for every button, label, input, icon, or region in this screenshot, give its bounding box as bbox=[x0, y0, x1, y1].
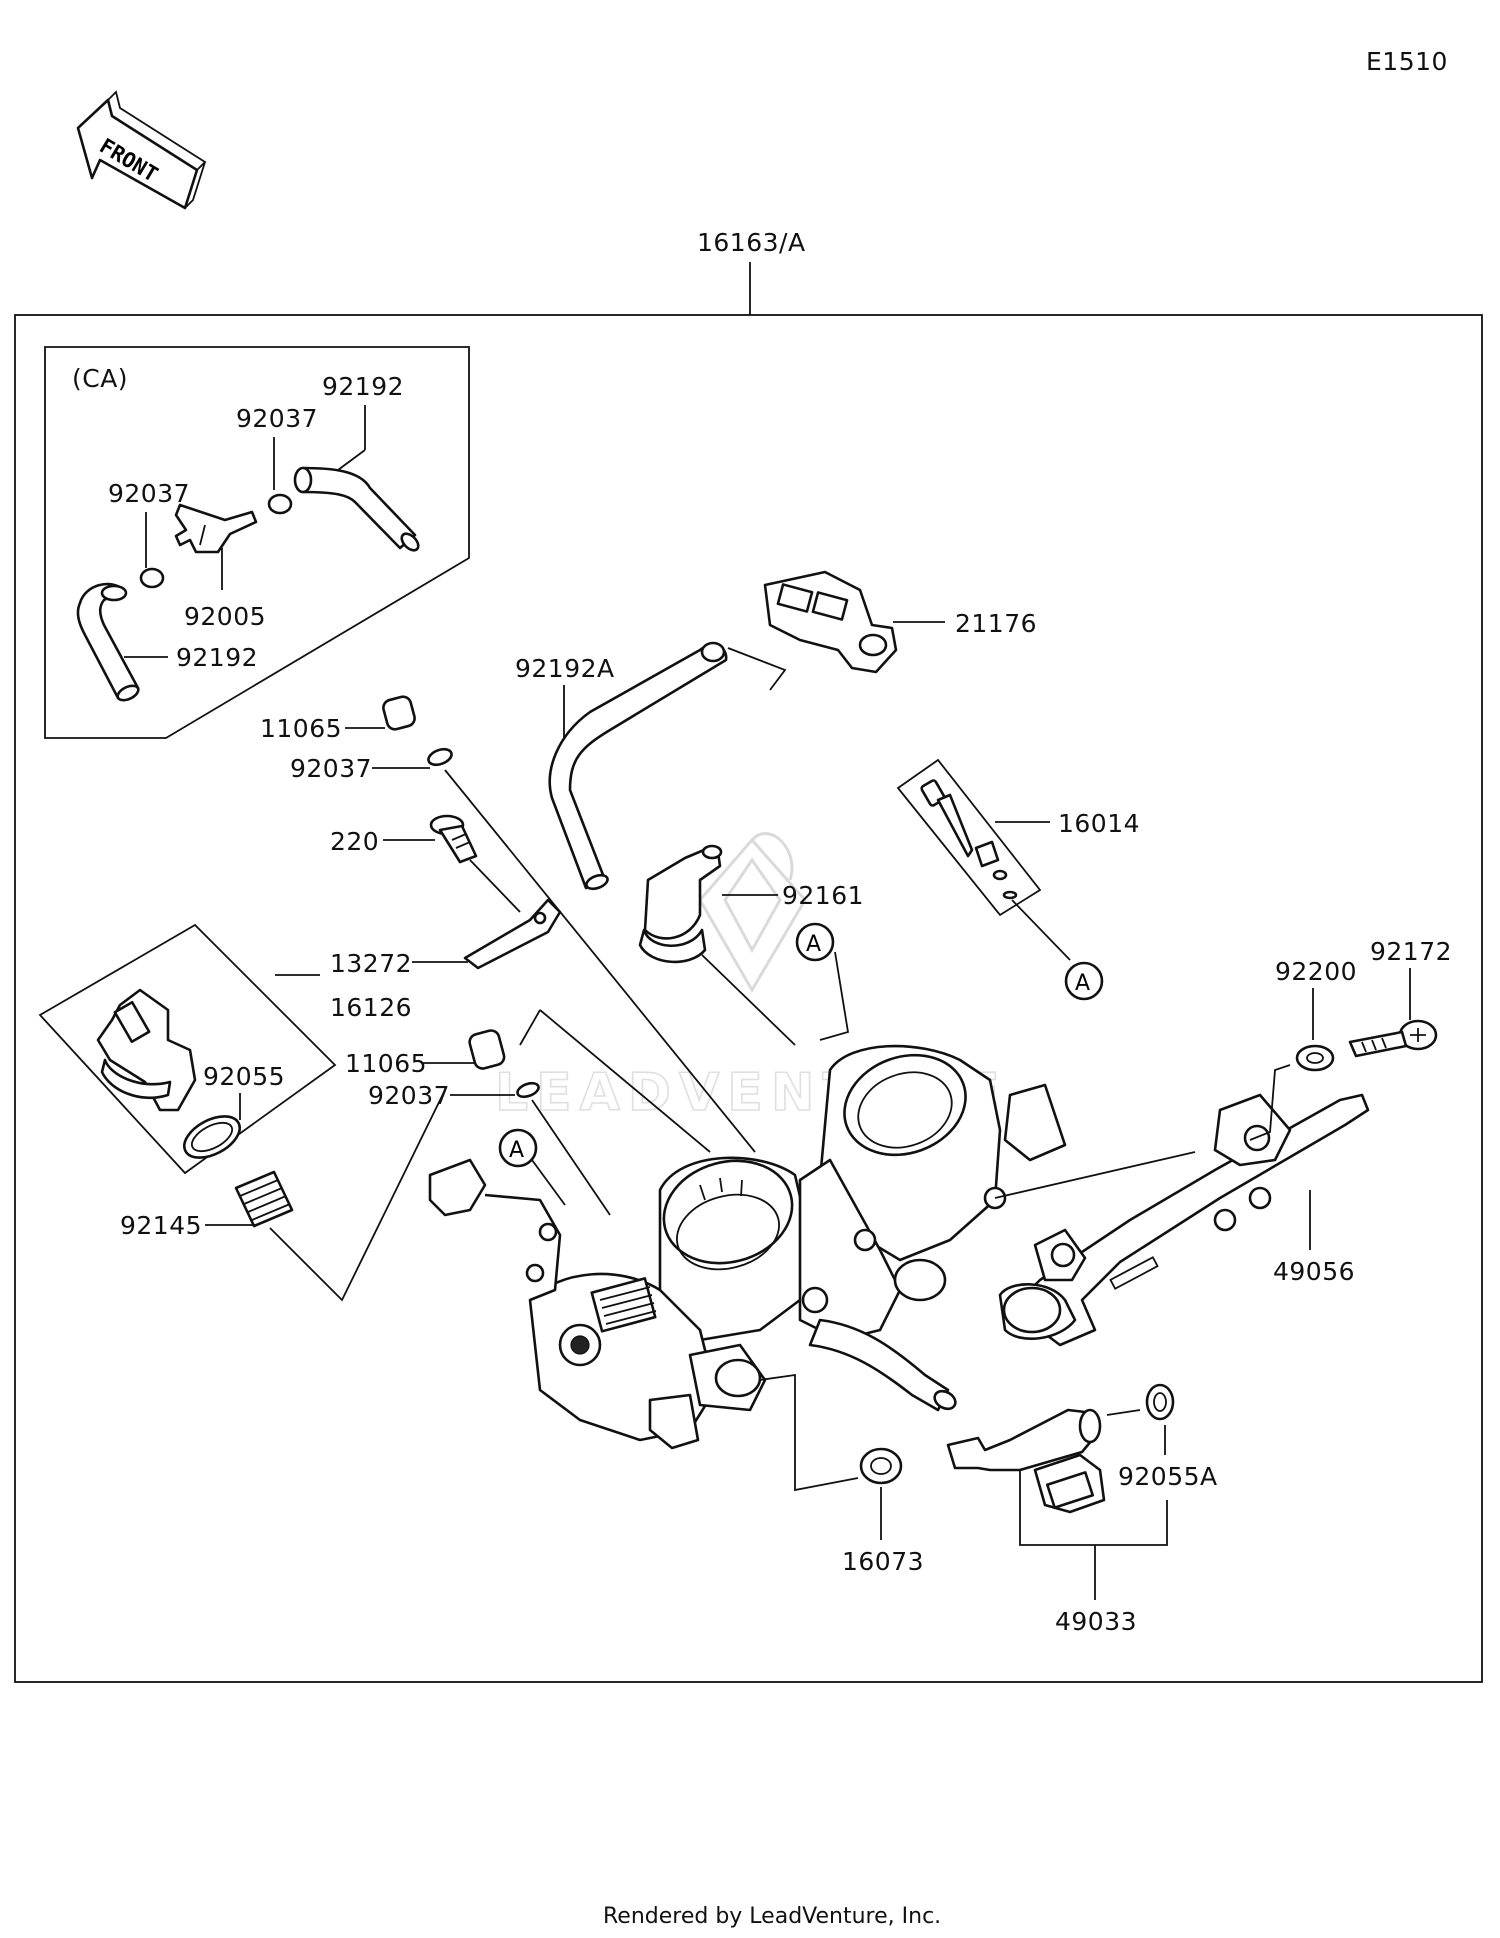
callout-pilot-screw-kit: 16014 bbox=[1058, 809, 1140, 838]
callout-fuel-rail: 49056 bbox=[1273, 1257, 1355, 1286]
injector-49033 bbox=[946, 1408, 1106, 1514]
callout-cap-lower: 11065 bbox=[345, 1049, 427, 1078]
callout-gasket: 16073 bbox=[842, 1547, 924, 1576]
callout-plate: 13272 bbox=[330, 949, 412, 978]
connector-marker-a-top: A bbox=[795, 922, 835, 962]
assembly-frame bbox=[14, 314, 1483, 1683]
callout-oring-idle: 92055 bbox=[203, 1062, 285, 1091]
callout-cap-upper: 11065 bbox=[260, 714, 342, 743]
connector-marker-a-right: A bbox=[1064, 961, 1104, 1001]
hose-92192a bbox=[548, 641, 728, 891]
inset-callout-hose-upper: 92192 bbox=[322, 372, 404, 401]
callout-bolt: 92172 bbox=[1370, 937, 1452, 966]
nipple-92161 bbox=[638, 844, 723, 964]
inset-callout-fitting: 92005 bbox=[184, 602, 266, 631]
inset-callout-clip-left: 92037 bbox=[108, 479, 190, 508]
connector-marker-a-left: A bbox=[498, 1128, 538, 1168]
washer-92200 bbox=[1295, 1044, 1335, 1072]
diagram-code: E1510 bbox=[1366, 47, 1448, 76]
idle-actuator-inset bbox=[38, 923, 337, 1175]
inset-callout-hose-lower: 92192 bbox=[176, 643, 258, 672]
cap-lower-11065 bbox=[468, 1029, 506, 1070]
inset-callout-clip-upper: 92037 bbox=[236, 404, 318, 433]
callout-sensor: 21176 bbox=[955, 609, 1037, 638]
plate-13272 bbox=[463, 898, 562, 970]
clip-upper-92037 bbox=[427, 747, 453, 767]
svg-text:A: A bbox=[1075, 971, 1090, 996]
gasket-16073 bbox=[859, 1447, 903, 1485]
callout-spring: 92145 bbox=[120, 1211, 202, 1240]
callout-clip-upper: 92037 bbox=[290, 754, 372, 783]
svg-text:A: A bbox=[509, 1138, 524, 1163]
callout-clip-lower: 92037 bbox=[368, 1081, 450, 1110]
inset-variant-label: (CA) bbox=[72, 364, 128, 393]
cap-upper-11065 bbox=[382, 695, 416, 731]
callout-screw: 220 bbox=[330, 827, 379, 856]
assembly-label: 16163/A bbox=[697, 228, 806, 257]
svg-text:A: A bbox=[806, 932, 821, 957]
footer-text: Rendered by LeadVenture, Inc. bbox=[603, 1904, 941, 1929]
bolt-92172 bbox=[1348, 1019, 1438, 1058]
injector-oring-92055a bbox=[1145, 1383, 1175, 1421]
front-arrow-icon: FRONT bbox=[76, 90, 207, 210]
throttle-body-assembly bbox=[428, 1044, 1067, 1450]
sensor-21176 bbox=[763, 570, 898, 674]
callout-washer: 92200 bbox=[1275, 957, 1357, 986]
clip-lower-92037 bbox=[516, 1081, 540, 1099]
spring-92145 bbox=[234, 1170, 294, 1228]
callout-hose-a: 92192A bbox=[515, 654, 615, 683]
callout-injector: 49033 bbox=[1055, 1607, 1137, 1636]
callout-injector-oring: 92055A bbox=[1118, 1462, 1218, 1491]
ca-inset: (CA) 92192 92037 92037 92005 92192 bbox=[44, 346, 470, 739]
callout-idle-actuator: 16126 bbox=[330, 993, 412, 1022]
screw-220 bbox=[429, 814, 478, 864]
pilot-screw-kit-16014 bbox=[896, 758, 1042, 917]
callout-nipple: 92161 bbox=[782, 881, 864, 910]
